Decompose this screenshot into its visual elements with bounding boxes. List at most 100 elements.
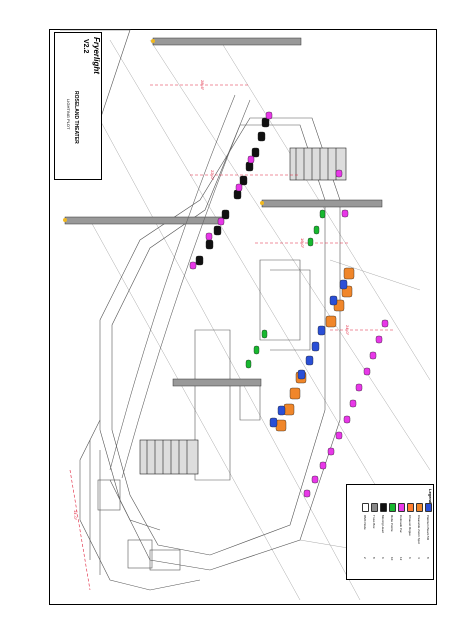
par-fixture <box>355 383 363 392</box>
fixture-layer <box>189 111 389 498</box>
moving-head-fixture <box>233 189 242 200</box>
wash-fixture-icon <box>407 503 414 512</box>
spot-fixture <box>283 403 295 416</box>
spot-fixture <box>275 419 287 432</box>
legend-item-count: 6 <box>408 557 412 559</box>
par-fixture-icon <box>398 503 405 512</box>
led-bar-fixture <box>245 359 252 369</box>
stage-structure <box>60 29 341 591</box>
par-fixture <box>343 415 351 424</box>
beam-fixture <box>269 417 278 428</box>
led-bar-fixture <box>319 209 326 219</box>
beam-fixture <box>339 279 348 290</box>
drawing-title: ROSELAND THEATER <box>73 91 79 144</box>
spot-fixture-icon <box>416 503 423 512</box>
moving-head-fixture <box>205 239 214 250</box>
dimension-lines <box>69 84 395 591</box>
par-fixture <box>381 319 389 328</box>
legend-item: Moving Head 6 <box>378 485 387 579</box>
moving-head-icon <box>380 503 387 512</box>
legend-item-name: Clearwide Zoom Spot <box>417 515 421 544</box>
truss-arc <box>109 94 236 471</box>
dimension-label: 16'-0" <box>300 238 305 249</box>
legend-item: Chauvet Rogue 6 <box>405 485 414 579</box>
dimension-label: 28'-6" <box>200 80 205 91</box>
title-block: Fryerlight V2.2 ROSELAND THEATER LIGHTIN… <box>54 32 102 180</box>
par-fixture <box>265 111 273 120</box>
dimension-label: 22'-0" <box>210 170 215 181</box>
beam-fixture <box>311 341 320 352</box>
legend-item: Colorado Par 12 <box>396 485 405 579</box>
par-fixture <box>247 155 255 164</box>
legend-item-name: Truss Box <box>372 515 376 529</box>
legend-item-count: 4 <box>417 557 421 559</box>
legend-item-count: 10 <box>390 557 394 561</box>
led-bar-fixture <box>307 237 314 247</box>
legend-item-name: Platinum Beam 5R <box>426 515 430 541</box>
par-fixture <box>311 475 319 484</box>
moving-head-fixture <box>245 161 254 172</box>
par-fixture <box>217 217 225 226</box>
legend-item: DMX Node 2 <box>360 485 369 579</box>
legend-item: Truss Box 8 <box>369 485 378 579</box>
par-fixture <box>375 335 383 344</box>
box-icon <box>362 503 369 512</box>
legend-item-name: DMX Node <box>363 515 367 530</box>
dimension-label: 24'-0" <box>345 325 350 336</box>
beam-fixture <box>329 295 338 306</box>
legend-item-count: 6 <box>381 557 385 559</box>
led-bar-fixture <box>261 329 268 339</box>
moving-head-fixture <box>221 209 230 220</box>
company-logo: Fryerlight <box>92 37 101 74</box>
version-label: V2.2 <box>82 39 89 54</box>
beam-fixture <box>305 355 314 366</box>
truss-icon <box>371 503 378 512</box>
par-fixture <box>363 367 371 376</box>
pipe-end-caps <box>63 39 264 222</box>
dimension-label: 14'-0" <box>73 510 78 521</box>
spot-fixture <box>343 267 355 280</box>
moving-head-fixture <box>195 255 204 266</box>
moving-head-fixture <box>239 175 248 186</box>
beam-fixture <box>297 369 306 380</box>
par-fixture <box>319 461 327 470</box>
led-bar-fixture <box>253 345 260 355</box>
par-fixture <box>205 232 213 241</box>
truss-stack <box>139 147 347 475</box>
beam-fixture <box>277 405 286 416</box>
par-fixture <box>327 447 335 456</box>
legend-item: Robe Pointe 10 <box>387 485 396 579</box>
par-fixture <box>335 431 343 440</box>
par-fixture <box>341 209 349 218</box>
par-fixture <box>189 261 197 270</box>
moving-head-fixture <box>257 131 266 142</box>
moving-head-icon <box>425 503 432 512</box>
moving-head-fixture <box>213 225 222 236</box>
drawing-subtitle: LIGHTING PLOT <box>66 99 71 130</box>
par-fixture <box>369 351 377 360</box>
legend-item: Clearwide Zoom Spot 4 <box>414 485 423 579</box>
legend-item-count: 12 <box>399 557 403 561</box>
spot-fixture <box>289 387 301 400</box>
led-bar-icon <box>389 503 396 512</box>
beam-fixture <box>317 325 326 336</box>
led-bar-fixture <box>313 225 320 235</box>
legend-item-name: Moving Head <box>381 515 385 533</box>
moving-head-fixture <box>261 117 270 128</box>
legend-item-count: 2 <box>363 557 367 559</box>
legend-item-name: Robe Pointe <box>390 515 394 532</box>
par-fixture <box>303 489 311 498</box>
moving-head-fixture <box>251 147 260 158</box>
par-fixture <box>235 183 243 192</box>
legend-item-name: Colorado Par <box>399 515 403 533</box>
spot-fixture <box>325 315 337 328</box>
legend-item-name: Chauvet Rogue <box>408 515 412 536</box>
legend-item-count: 8 <box>426 557 430 559</box>
legend-item-count: 8 <box>372 557 376 559</box>
par-fixture <box>349 399 357 408</box>
legend-item: Platinum Beam 5R 8 <box>423 485 432 579</box>
par-fixture <box>335 169 343 178</box>
